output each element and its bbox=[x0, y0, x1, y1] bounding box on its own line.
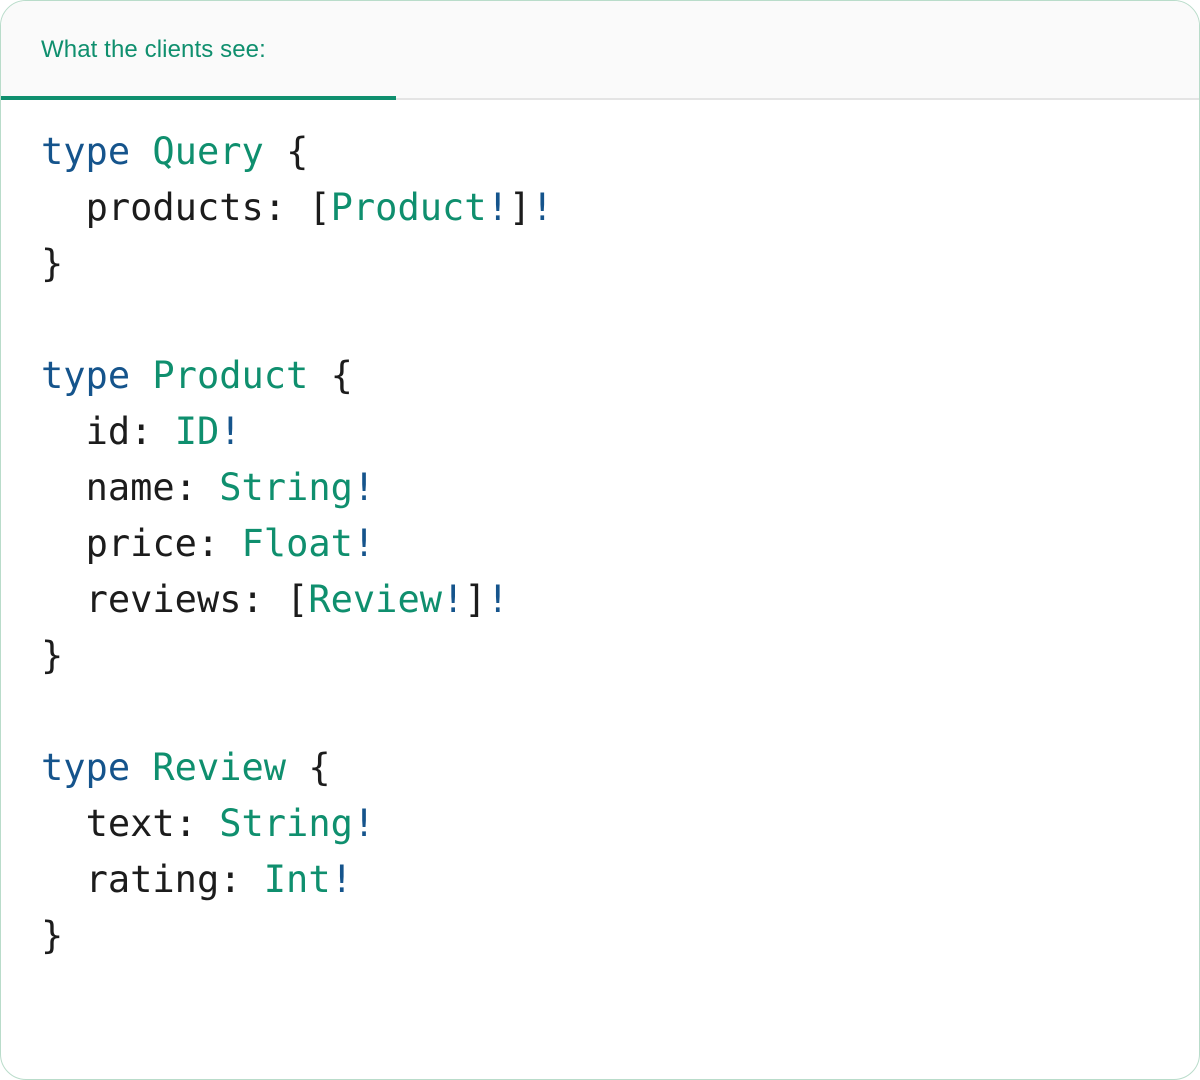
colon: : bbox=[174, 802, 197, 845]
close-brace: } bbox=[41, 242, 64, 285]
keyword-type: type bbox=[41, 354, 131, 397]
field-type: String bbox=[219, 466, 353, 509]
close-brace-query: } bbox=[41, 242, 63, 285]
field-name: products bbox=[85, 186, 264, 229]
field-name: reviews bbox=[85, 578, 242, 621]
tab-bar: What the clients see: bbox=[1, 1, 1199, 100]
type-declaration-review: type Review { bbox=[41, 746, 331, 789]
field-type: Review bbox=[308, 578, 442, 621]
open-brace: { bbox=[330, 354, 353, 397]
field-type: String bbox=[219, 802, 353, 845]
colon: : bbox=[241, 578, 264, 621]
close-brace: } bbox=[41, 634, 64, 677]
field-name: id bbox=[85, 410, 131, 453]
keyword-type: type bbox=[41, 746, 131, 789]
type-declaration-query: type Query { bbox=[41, 130, 308, 173]
field-name: name: String! bbox=[41, 466, 376, 509]
colon: : bbox=[174, 466, 197, 509]
colon: : bbox=[263, 186, 287, 229]
colon: : bbox=[219, 858, 242, 901]
open-brace: { bbox=[308, 746, 331, 789]
close-brace-product: } bbox=[41, 634, 63, 677]
field-price: price: Float! bbox=[41, 522, 376, 565]
field-name: text bbox=[85, 802, 175, 845]
field-reviews: reviews: [Review!]! bbox=[41, 578, 509, 621]
tab-what-the-clients-see[interactable]: What the clients see: bbox=[1, 1, 396, 98]
non-null-bang: ! bbox=[486, 186, 509, 229]
non-null-bang: ! bbox=[352, 802, 376, 845]
code-blank-line bbox=[41, 684, 1199, 740]
open-brace: { bbox=[286, 130, 309, 173]
type-name: Review bbox=[152, 746, 287, 789]
close-brace-review: } bbox=[41, 914, 63, 957]
close-bracket: ] bbox=[508, 186, 532, 229]
type-name: Product bbox=[152, 354, 309, 397]
keyword-type: type bbox=[41, 130, 131, 173]
tab-label: What the clients see: bbox=[41, 35, 266, 63]
field-type: ID bbox=[174, 410, 220, 453]
colon: : bbox=[196, 522, 220, 565]
open-bracket: [ bbox=[308, 186, 331, 229]
non-null-bang-outer: ! bbox=[486, 578, 509, 621]
colon: : bbox=[130, 410, 153, 453]
tab-active-underline bbox=[1, 96, 396, 100]
non-null-bang-outer: ! bbox=[531, 186, 554, 229]
code-area: type Query { products: [Product!]! } typ… bbox=[1, 100, 1199, 964]
field-type: Int bbox=[263, 858, 331, 901]
non-null-bang: ! bbox=[352, 522, 376, 565]
type-declaration-product: type Product { bbox=[41, 354, 353, 397]
field-rating: rating: Int! bbox=[41, 858, 353, 901]
close-brace: } bbox=[41, 914, 64, 957]
field-type: Float bbox=[241, 522, 353, 565]
non-null-bang: ! bbox=[330, 858, 353, 901]
non-null-bang: ! bbox=[352, 466, 376, 509]
close-bracket: ] bbox=[464, 578, 487, 621]
field-name: price bbox=[85, 522, 197, 565]
field-name: name bbox=[85, 466, 175, 509]
code-blank-line bbox=[41, 292, 1199, 348]
open-bracket: [ bbox=[286, 578, 309, 621]
type-name: Query bbox=[152, 130, 264, 173]
field-products: products: [Product!]! bbox=[41, 186, 554, 229]
non-null-bang: ! bbox=[219, 410, 242, 453]
field-type: Product bbox=[330, 186, 487, 229]
non-null-bang: ! bbox=[442, 578, 465, 621]
field-id: id: ID! bbox=[41, 410, 242, 453]
field-text: text: String! bbox=[41, 802, 376, 845]
graphql-schema-code[interactable]: type Query { products: [Product!]! } typ… bbox=[1, 124, 1199, 964]
field-name: rating bbox=[85, 858, 220, 901]
